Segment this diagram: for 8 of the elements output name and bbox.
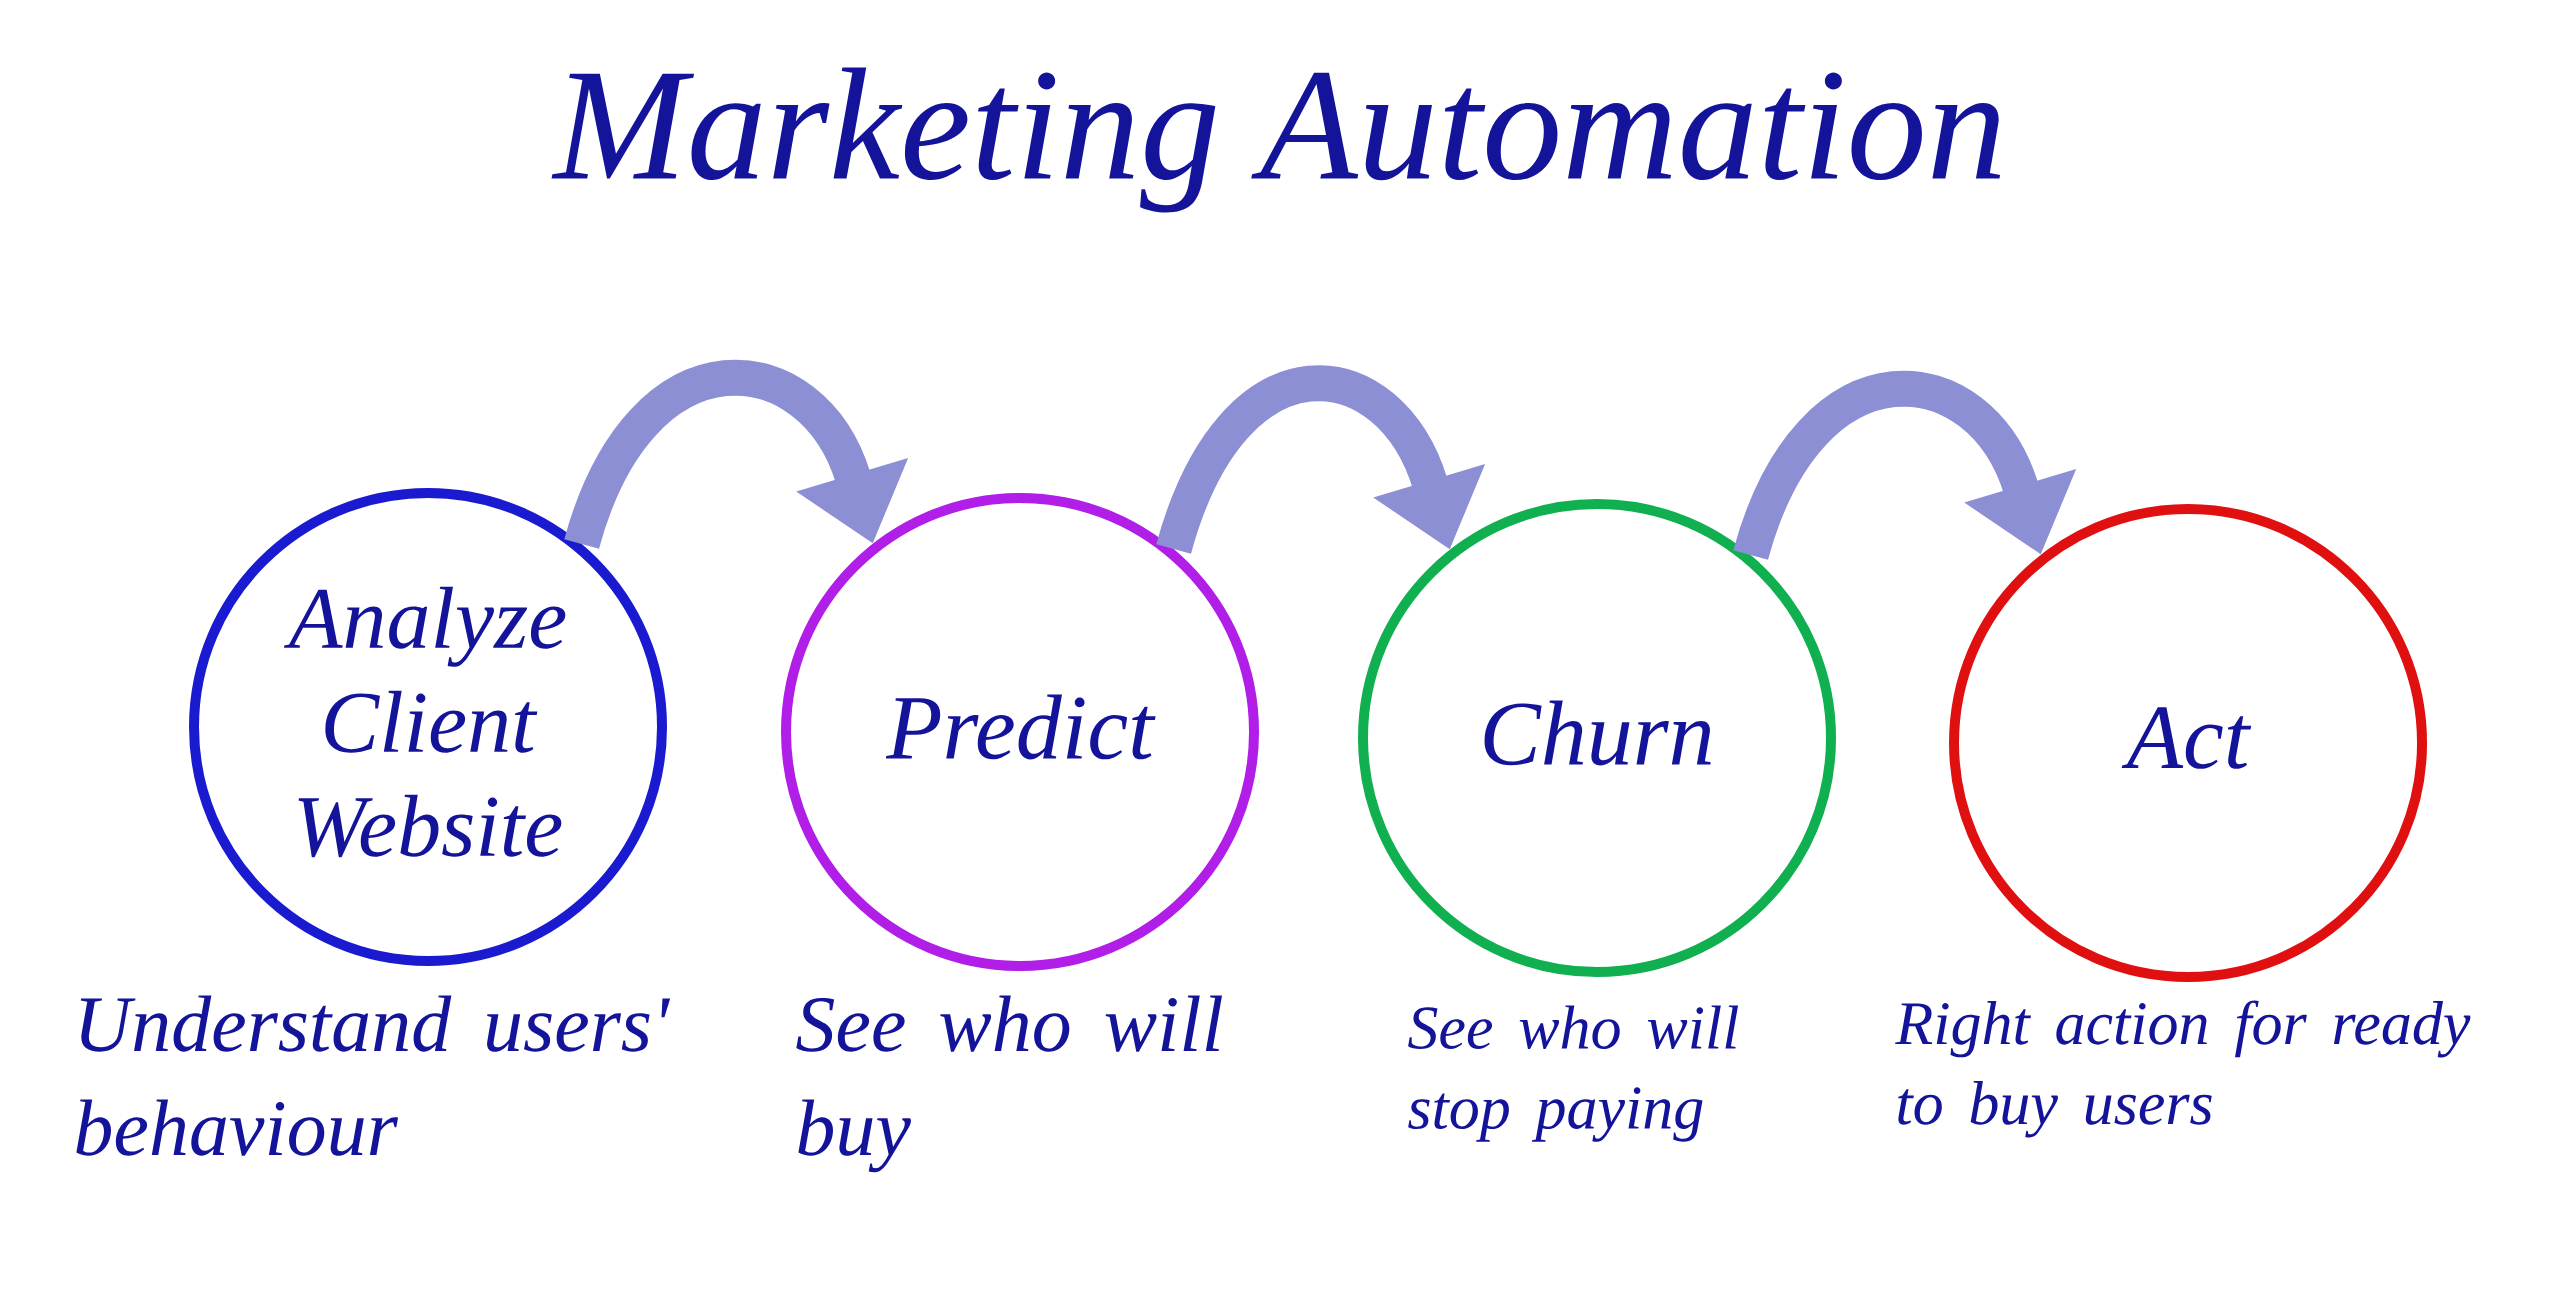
arrow [564,360,909,550]
arrow [1156,365,1486,555]
caption-text: See who will stop paying [1408,1005,1739,1142]
arrow [1733,371,2077,561]
title: Marketing Automation [551,67,2001,213]
caption-text: Right action for ready to buy users [1895,1000,2471,1138]
caption-text: See who will buy [796,995,1222,1173]
caption-text: Understand users' behaviour [76,995,671,1156]
